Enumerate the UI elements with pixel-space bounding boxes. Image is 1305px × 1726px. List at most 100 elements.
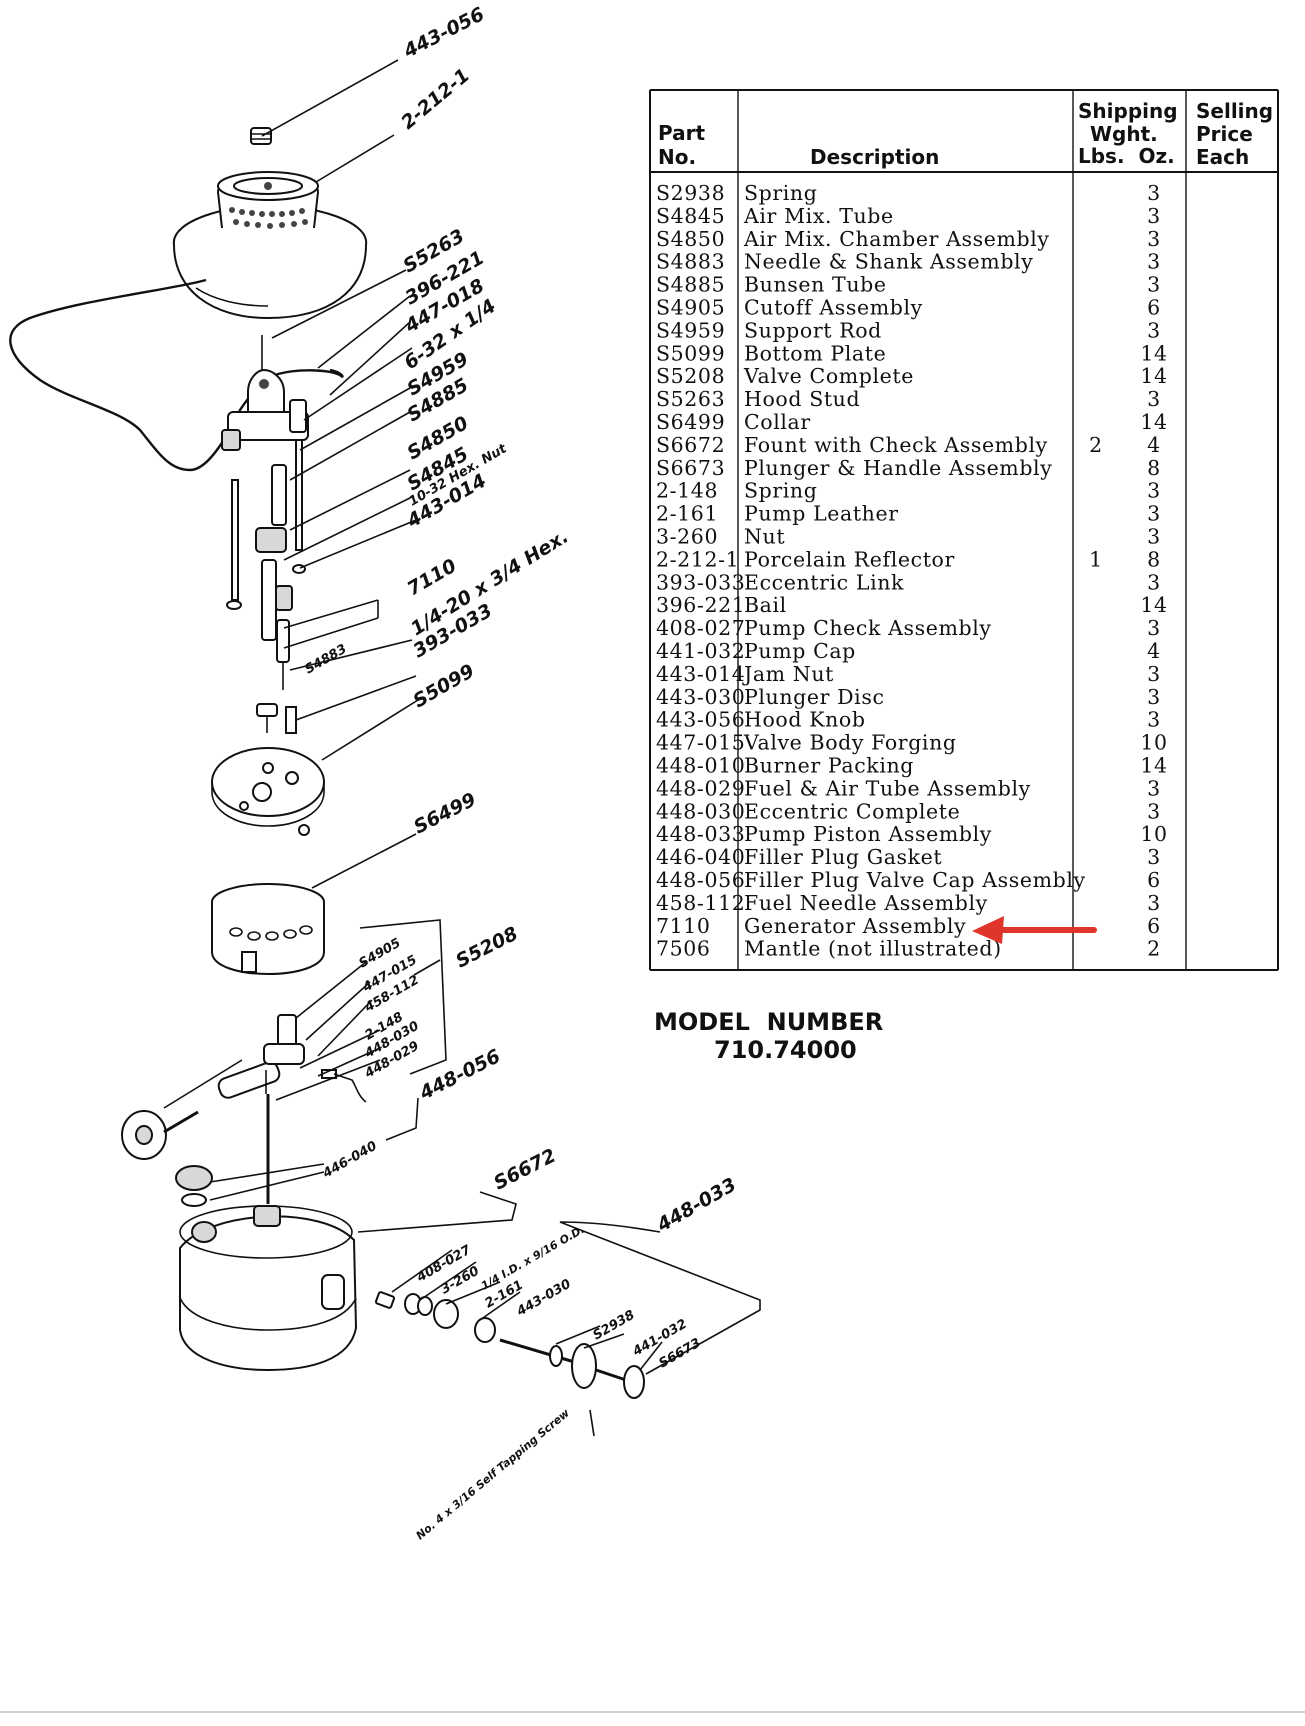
part-no-cell: 443-014 [656, 662, 745, 686]
weight-oz-cell: 2 [1147, 937, 1161, 961]
part-no-cell: S5263 [656, 387, 725, 411]
weight-lbs-cell: 2 [1089, 433, 1103, 457]
weight-oz-cell: 4 [1147, 433, 1161, 457]
description-cell: Collar [744, 410, 811, 434]
description-cell: Eccentric Complete [744, 799, 960, 823]
weight-oz-cell: 14 [1140, 341, 1167, 365]
description-cell: Fuel & Air Tube Assembly [744, 776, 1031, 800]
part-no-cell: 408-027 [656, 616, 745, 640]
porcelain-reflector-part [172, 171, 368, 320]
callout-446-040: 446-040 [320, 1139, 380, 1182]
table-row: S6499 Collar 14 [656, 410, 1167, 434]
part-no-cell: 448-010 [656, 754, 745, 778]
description-cell: Pump Leather [744, 502, 899, 526]
table-row: S5208 Valve Complete 14 [656, 364, 1167, 388]
collar-part [211, 883, 325, 976]
description-cell: Fuel Needle Assembly [744, 891, 988, 915]
part-no-cell: 447-015 [656, 731, 745, 755]
part-no-cell: 448-030 [656, 799, 745, 823]
callout-1-4-id-9-16-od: 1/4 I.D. x 9/16 O.D. [479, 1223, 587, 1293]
weight-oz-cell: 3 [1147, 479, 1161, 503]
weight-oz-cell: 3 [1147, 250, 1161, 274]
part-no-cell: S2938 [656, 181, 725, 205]
model-label: MODEL NUMBER [654, 1008, 883, 1036]
header-weight-line2: Wght. [1090, 122, 1158, 146]
part-no-cell: 2-212-1 [656, 547, 739, 571]
description-cell: Filler Plug Valve Cap Assembly [744, 868, 1086, 892]
weight-oz-cell: 3 [1147, 570, 1161, 594]
part-no-cell: 448-056 [656, 868, 745, 892]
weight-oz-cell: 14 [1140, 364, 1167, 388]
part-no-cell: 441-032 [656, 639, 745, 663]
weight-oz-cell: 4 [1147, 639, 1161, 663]
highlight-arrow [972, 916, 1097, 944]
weight-oz-cell: 3 [1147, 776, 1161, 800]
header-description: Description [810, 145, 939, 169]
part-no-cell: 7110 [656, 914, 711, 938]
description-cell: Spring [744, 181, 817, 205]
part-no-cell: S4885 [656, 273, 725, 297]
description-cell: Plunger Disc [744, 685, 885, 709]
fount-part [179, 1205, 358, 1372]
description-cell: Hood Stud [744, 387, 860, 411]
weight-oz-cell: 3 [1147, 181, 1161, 205]
part-no-cell: 2-148 [656, 479, 718, 503]
header-part-line2: No. [658, 145, 696, 169]
leader-lines [163, 59, 761, 1437]
weight-oz-cell: 3 [1147, 387, 1161, 411]
header-price-line1: Selling [1196, 99, 1273, 123]
part-no-cell: S6672 [656, 433, 725, 457]
weight-oz-cell: 6 [1147, 914, 1161, 938]
weight-oz-cell: 8 [1147, 456, 1161, 480]
part-no-cell: S6673 [656, 456, 725, 480]
weight-oz-cell: 14 [1140, 593, 1167, 617]
part-no-cell: 443-056 [656, 708, 745, 732]
part-no-cell: 458-112 [656, 891, 745, 915]
description-cell: Nut [744, 525, 785, 549]
table-row: S6673 Plunger & Handle Assembly 8 [656, 456, 1161, 480]
exploded-diagram: 443-056 2-212-1 S5263 396-221 447-018 6-… [9, 3, 761, 1542]
description-cell: Bail [744, 593, 787, 617]
part-no-cell: S4905 [656, 296, 725, 320]
weight-oz-cell: 14 [1140, 410, 1167, 434]
callout-448-056: 448-056 [415, 1045, 504, 1105]
header-weight-line1: Shipping [1078, 99, 1178, 123]
description-cell: Eccentric Link [744, 570, 904, 594]
weight-oz-cell: 3 [1147, 502, 1161, 526]
weight-oz-cell: 3 [1147, 685, 1161, 709]
callout-s5099: S5099 [410, 660, 479, 712]
description-cell: Air Mix. Tube [743, 204, 894, 228]
part-no-cell: S6499 [656, 410, 725, 434]
description-cell: Fount with Check Assembly [744, 433, 1048, 457]
description-cell: Jam Nut [742, 662, 834, 686]
callout-443-056: 443-056 [399, 3, 488, 63]
weight-oz-cell: 10 [1140, 731, 1167, 755]
part-no-cell: S5208 [656, 364, 725, 388]
part-no-cell: 393-033 [656, 570, 745, 594]
callout-self-tapping-screw: No. 4 x 3/16 Self Tapping Screw [414, 1406, 573, 1542]
part-no-cell: 448-033 [656, 822, 745, 846]
weight-oz-cell: 3 [1147, 616, 1161, 640]
description-cell: Bottom Plate [744, 341, 886, 365]
table-row: S6672 Fount with Check Assembly 2 4 [656, 433, 1161, 457]
description-cell: Pump Piston Assembly [744, 822, 992, 846]
bail-part [9, 278, 344, 472]
description-cell: Spring [744, 479, 817, 503]
weight-oz-cell: 10 [1140, 822, 1167, 846]
weight-oz-cell: 3 [1147, 525, 1161, 549]
description-cell: Valve Complete [743, 364, 914, 388]
description-cell: Plunger & Handle Assembly [744, 456, 1052, 480]
